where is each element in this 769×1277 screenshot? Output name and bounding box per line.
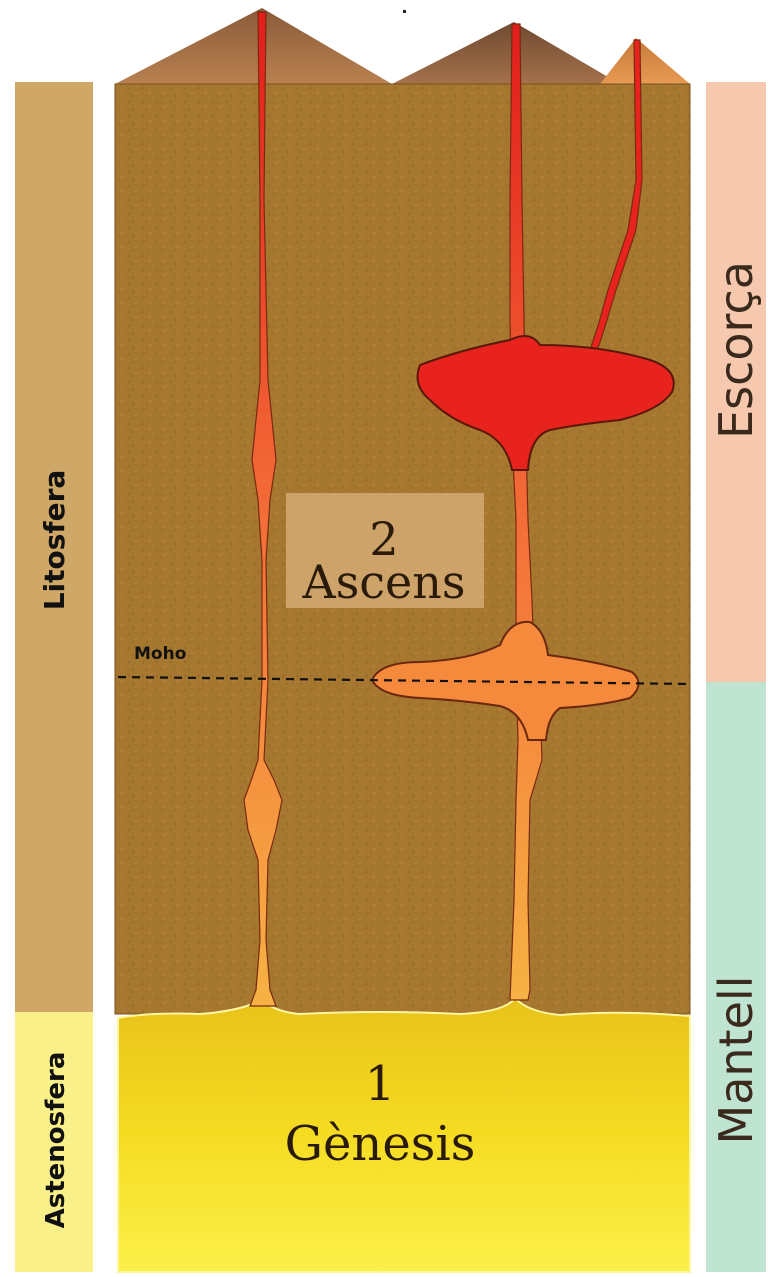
stage-2-name: Ascens: [301, 555, 465, 609]
astenosfera-label: Astenosfera: [41, 1052, 71, 1229]
volcano-right-icon: [392, 22, 620, 84]
moho-label: Moho: [134, 644, 186, 664]
escorca-label: Escorça: [709, 261, 763, 439]
volcano-small-icon: [600, 38, 690, 84]
litosfera-label: Litosfera: [38, 470, 71, 611]
volcano-dot: [403, 10, 406, 13]
stage-1-name: Gènesis: [285, 1116, 476, 1172]
stage-1-number: 1: [365, 1056, 396, 1112]
volcano-left-icon: [115, 8, 392, 84]
mantell-label: Mantell: [709, 976, 763, 1145]
